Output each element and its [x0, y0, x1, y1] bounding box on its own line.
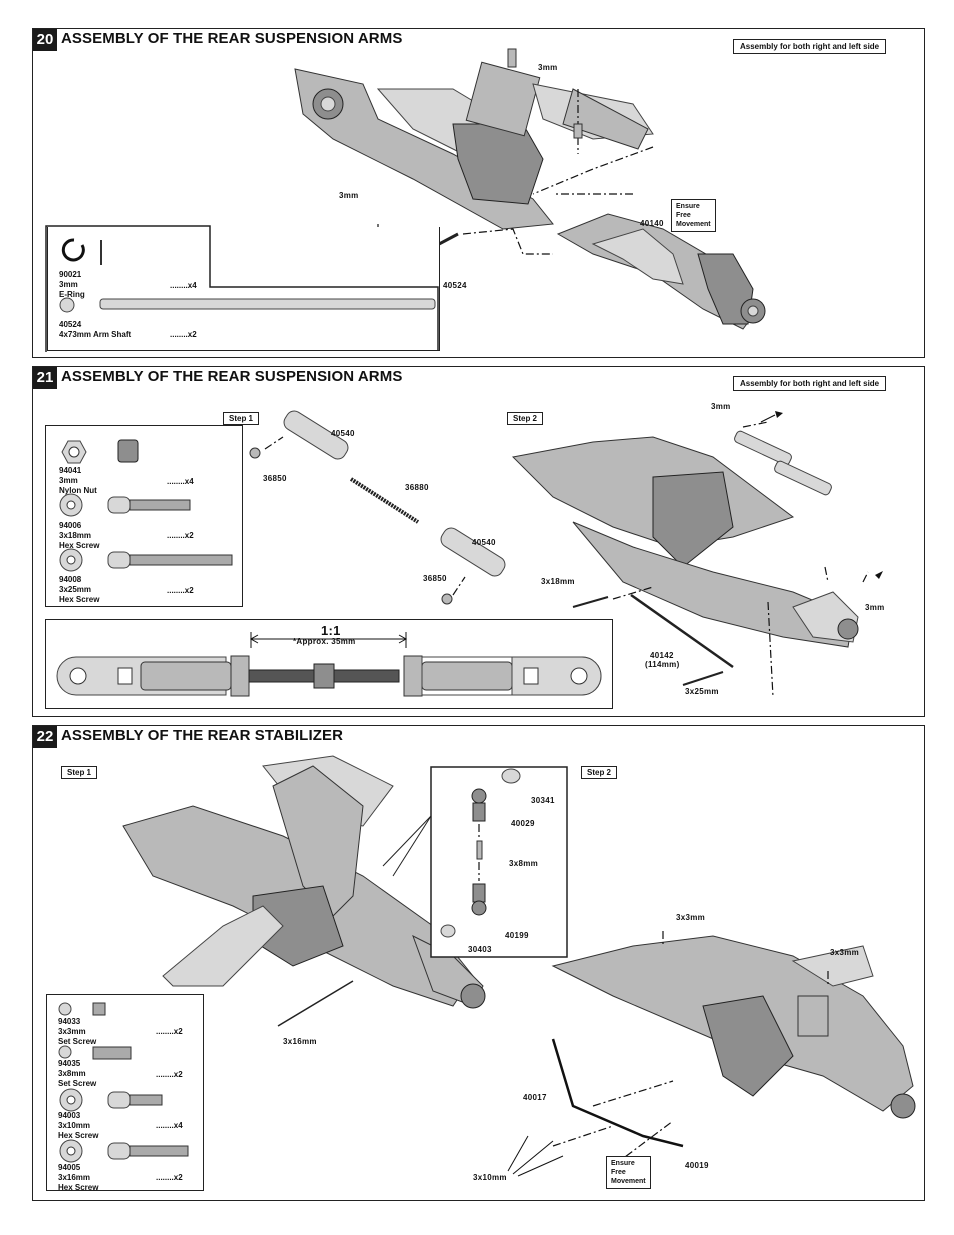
step1-tag: Step 1	[223, 412, 260, 425]
part-94041-desc2: Nylon Nut	[59, 486, 97, 495]
part-40524-desc1: 4x73mm Arm Shaft	[59, 330, 132, 339]
callout-36880: 36880	[405, 483, 429, 492]
part-94035-desc1: 3x8mm	[58, 1069, 86, 1078]
part-94035-qty: ........x2	[156, 1070, 183, 1079]
rear-suspension-arm-illustration	[294, 48, 766, 330]
part-90021-code: 90021	[59, 270, 82, 279]
parts-list	[47, 227, 440, 351]
step2-tag: Step 2	[581, 766, 618, 779]
callout-3x3mm-b: 3x3mm	[830, 948, 860, 957]
turnbuckle-1to1-template: 1:1 *Approx. 35mm	[45, 619, 613, 709]
part-94003-code: 94003	[58, 1111, 81, 1120]
approx-length: *Approx. 35mm	[293, 637, 356, 646]
part-94033-qty: ........x2	[156, 1027, 183, 1036]
callout-40540-b: 40540	[472, 538, 496, 547]
ensure-free-movement: Ensure Free Movement	[671, 199, 716, 232]
step-number: 20	[33, 29, 57, 51]
step-20-panel: 20 ASSEMBLY OF THE REAR SUSPENSION ARMS …	[32, 28, 925, 358]
part-90021-desc1: 3mm	[59, 280, 78, 289]
callout-36850-b: 36850	[423, 574, 447, 583]
part-94008-desc1: 3x25mm	[59, 585, 92, 594]
part-94035-desc2: Set Screw	[58, 1079, 97, 1088]
part-94035-code: 94035	[58, 1059, 81, 1068]
part-94003-qty: ........x4	[156, 1121, 183, 1130]
step2-tag: Step 2	[507, 412, 544, 425]
part-94008-desc2: Hex Screw	[59, 595, 100, 604]
part-94033-desc1: 3x3mm	[58, 1027, 86, 1036]
step-22-panel: 22 ASSEMBLY OF THE REAR STABILIZER Step …	[32, 725, 925, 1201]
part-94003-desc2: Hex Screw	[58, 1131, 99, 1140]
part-40524-qty: ........x2	[170, 330, 197, 339]
part-94041-code: 94041	[59, 466, 82, 475]
part-90021-desc2: E-Ring	[59, 290, 85, 299]
part-94006-code: 94006	[59, 521, 82, 530]
part-90021-qty: ........x4	[170, 281, 197, 290]
step-title: ASSEMBLY OF THE REAR STABILIZER	[61, 727, 344, 744]
callout-3x3mm-a: 3x3mm	[676, 913, 706, 922]
callout-3x16mm: 3x16mm	[283, 1037, 317, 1046]
callout-3x8mm: 3x8mm	[509, 859, 539, 868]
part-40524-code: 40524	[59, 320, 82, 329]
set-screw-icon	[58, 1002, 72, 1016]
e-ring-icon	[61, 238, 85, 262]
callout-30403: 30403	[468, 945, 492, 954]
callout-e-ring-top: 3mm	[538, 63, 558, 72]
callout-e-ring-left: 3mm	[339, 191, 359, 200]
part-94005-desc1: 3x16mm	[58, 1173, 91, 1182]
step-title: ASSEMBLY OF THE REAR SUSPENSION ARMS	[61, 30, 403, 47]
callout-lower-arm: 40140	[640, 219, 664, 228]
callout-36850-a: 36850	[263, 474, 287, 483]
callout-114mm: (114mm)	[645, 660, 680, 669]
step-number: 22	[33, 726, 57, 748]
callout-40029: 40029	[511, 819, 535, 828]
part-94005-qty: ........x2	[156, 1173, 183, 1182]
assembly-note: Assembly for both right and left side	[733, 39, 887, 54]
part-94006-qty: ........x2	[167, 531, 194, 540]
part-94006-desc2: Hex Screw	[59, 541, 100, 550]
part-94005-desc2: Hex Screw	[58, 1183, 99, 1192]
callout-3mm-top: 3mm	[711, 402, 731, 411]
part-94041-qty: ........x4	[167, 477, 194, 486]
part-94033-code: 94033	[58, 1017, 81, 1026]
ensure-free-movement: Ensure Free Movement	[606, 1156, 651, 1189]
callout-3x25mm: 3x25mm	[685, 687, 719, 696]
assembly-note: Assembly for both right and left side	[733, 376, 887, 391]
callout-40017: 40017	[523, 1093, 547, 1102]
callout-40019: 40019	[685, 1161, 709, 1170]
step-21-panel: 21 ASSEMBLY OF THE REAR SUSPENSION ARMS …	[32, 366, 925, 717]
part-94008-code: 94008	[59, 575, 82, 584]
part-94041-desc1: 3mm	[59, 476, 78, 485]
callout-40199: 40199	[505, 931, 529, 940]
scale-label: 1:1	[321, 623, 341, 638]
turnbuckle-illustration	[249, 410, 883, 698]
callout-arm-shaft: 40524	[443, 281, 467, 290]
rear-stabilizer-illustration	[122, 755, 916, 1177]
callout-40142: 40142	[650, 651, 674, 660]
turnbuckle-1to1-drawing	[56, 632, 602, 697]
callout-3x18mm: 3x18mm	[541, 577, 575, 586]
callout-3mm-right: 3mm	[865, 603, 885, 612]
set-screw-icon	[58, 1045, 72, 1059]
callout-30341: 30341	[531, 796, 555, 805]
callout-40540-a: 40540	[331, 429, 355, 438]
part-94008-qty: ........x2	[167, 586, 194, 595]
callout-3x10mm: 3x10mm	[473, 1173, 507, 1182]
part-94005-code: 94005	[58, 1163, 81, 1172]
step-title: ASSEMBLY OF THE REAR SUSPENSION ARMS	[61, 368, 403, 385]
step1-tag: Step 1	[61, 766, 98, 779]
part-94033-desc2: Set Screw	[58, 1037, 97, 1046]
part-94003-desc1: 3x10mm	[58, 1121, 91, 1130]
part-94006-desc1: 3x18mm	[59, 531, 92, 540]
step-number: 21	[33, 367, 57, 389]
